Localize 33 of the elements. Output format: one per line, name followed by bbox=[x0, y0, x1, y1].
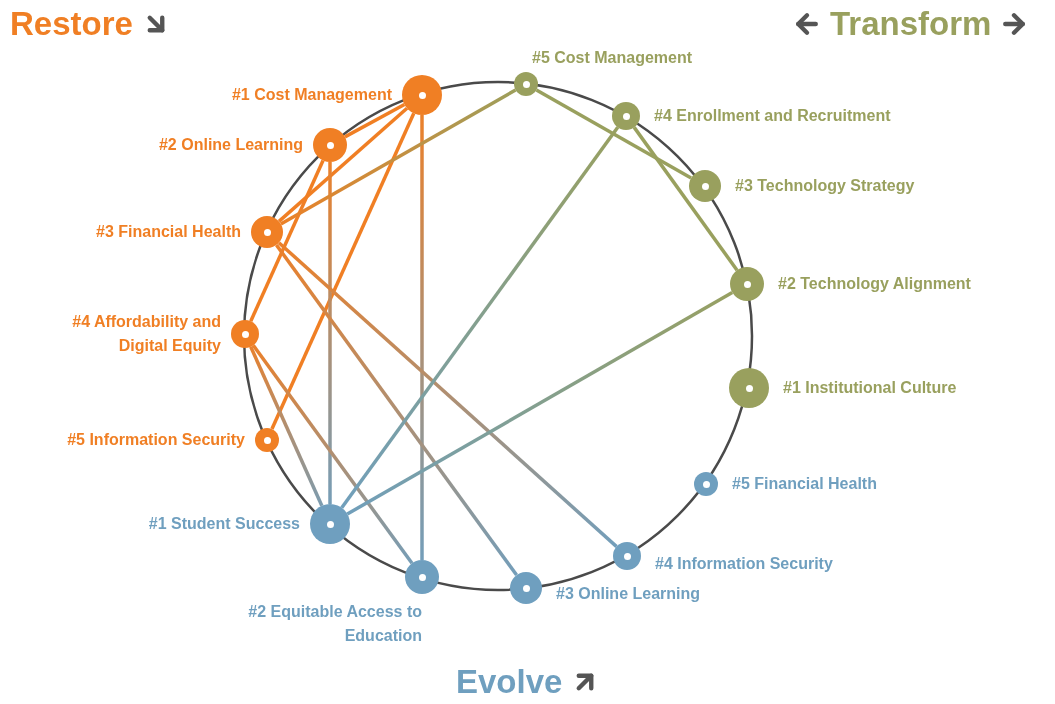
connector-line bbox=[249, 346, 324, 507]
connector-line bbox=[420, 115, 424, 560]
connector-line bbox=[275, 243, 518, 577]
node-label: #1 Cost Management bbox=[231, 85, 392, 105]
node-label: #3 Technology Strategy bbox=[735, 176, 915, 196]
connector-line bbox=[346, 290, 734, 516]
node-label: #4 Information Security bbox=[655, 554, 833, 574]
node-label: #1 Institutional Culture bbox=[783, 378, 957, 398]
section-heading: Restore bbox=[10, 4, 133, 44]
connector-line bbox=[632, 126, 739, 272]
node-label: #4 Enrollment and Recruitment bbox=[654, 106, 891, 126]
connector-line bbox=[535, 88, 692, 180]
connector-line bbox=[328, 162, 332, 504]
node-label: #5 Information Security bbox=[67, 430, 245, 450]
connector-line bbox=[344, 103, 406, 139]
node-label: #3 Online Learning bbox=[556, 584, 701, 604]
node-label: #2 Technology Alignment bbox=[778, 274, 971, 294]
node-label: #5 Financial Health bbox=[732, 474, 877, 494]
connector-line bbox=[280, 88, 517, 226]
node-label: #5 Cost Management bbox=[532, 48, 693, 68]
connector-line bbox=[251, 344, 414, 565]
node-label: #1 Student Success bbox=[148, 514, 300, 534]
node-label: #2 Online Learning bbox=[158, 135, 303, 155]
connector-line bbox=[270, 112, 416, 430]
section-heading: Evolve bbox=[456, 662, 563, 702]
node-label: #3 Financial Health bbox=[96, 222, 241, 242]
connector-line bbox=[277, 241, 618, 548]
node-label: #2 Equitable Access to Education bbox=[247, 602, 422, 646]
connector-line bbox=[249, 159, 325, 322]
node-label: #4 Affordability and Digital Equity bbox=[71, 312, 221, 356]
section-heading: Transform bbox=[830, 4, 992, 44]
connector-line bbox=[277, 106, 409, 223]
connector-line bbox=[340, 126, 620, 509]
